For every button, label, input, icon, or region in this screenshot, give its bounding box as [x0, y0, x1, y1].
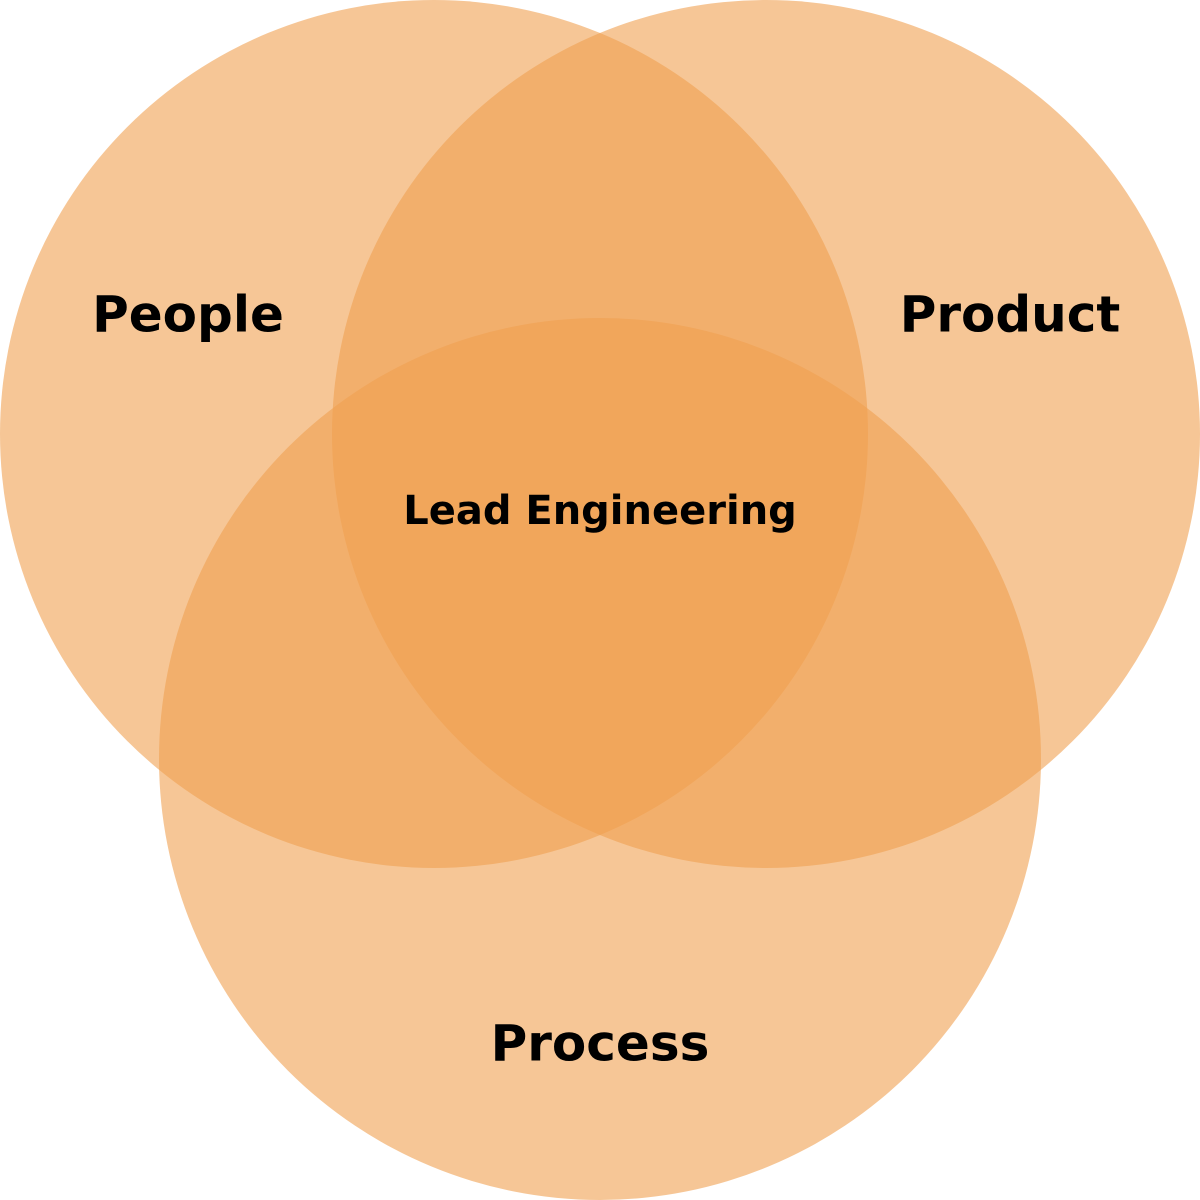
- intersection-label: Lead Engineering: [403, 488, 797, 534]
- process-label: Process: [491, 1015, 710, 1073]
- process-circle: [159, 318, 1041, 1200]
- product-label: Product: [900, 286, 1121, 344]
- people-label: People: [92, 286, 284, 344]
